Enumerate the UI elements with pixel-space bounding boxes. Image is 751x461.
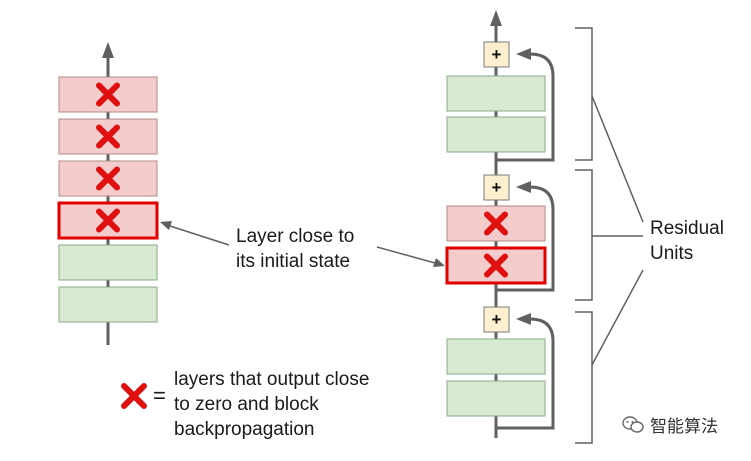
bracket-3 xyxy=(575,311,593,444)
legend-text-line3: backpropagation xyxy=(174,419,315,440)
unit1-layer-2 xyxy=(446,116,546,153)
pointer-residual-3 xyxy=(591,269,644,366)
x-mark-icon xyxy=(96,166,120,191)
arrow-up-icon xyxy=(490,10,502,26)
callout-pointer-right xyxy=(376,246,436,264)
left-layer-5 xyxy=(58,244,158,281)
arrow-head-icon xyxy=(160,221,172,230)
callout-pointer-left xyxy=(169,225,230,246)
unit3-layer-1 xyxy=(446,338,546,375)
arrow-head-icon xyxy=(433,258,445,267)
legend-text-line1: layers that output close xyxy=(174,369,370,390)
plus-icon: + xyxy=(492,178,502,197)
x-mark-icon xyxy=(121,383,147,409)
x-mark-icon xyxy=(484,253,508,278)
residual-units-label-line2: Units xyxy=(650,243,694,264)
x-mark-icon xyxy=(96,82,120,107)
watermark: 智能算法 xyxy=(622,412,718,437)
x-mark-icon xyxy=(96,208,120,233)
left-layer-6 xyxy=(58,286,158,323)
pointer-residual-1 xyxy=(591,95,644,223)
plus-icon: + xyxy=(492,310,502,329)
x-mark-icon xyxy=(96,124,120,149)
unit3-layer-2 xyxy=(446,380,546,417)
unit3-add-box xyxy=(483,306,510,333)
x-mark-icon xyxy=(484,211,508,236)
unit3-skip-connection xyxy=(496,317,555,430)
unit2-add-box xyxy=(483,174,510,201)
plus-icon: + xyxy=(492,45,502,64)
residual-units-label-line1: Residual xyxy=(650,218,724,239)
arrow-up-icon xyxy=(102,42,114,58)
callout-label-line2: its initial state xyxy=(236,251,351,272)
arrow-left-icon xyxy=(516,181,531,193)
unit1-layer-1 xyxy=(446,75,546,112)
bracket-1 xyxy=(575,27,593,161)
legend-equals-sign: = xyxy=(153,383,166,408)
unit2-layer-1 xyxy=(446,205,546,242)
watermark-text: 智能算法 xyxy=(650,417,718,437)
bracket-2 xyxy=(575,169,593,301)
arrow-left-icon xyxy=(516,48,531,60)
unit1-skip-connection xyxy=(496,52,555,162)
unit2-skip-connection xyxy=(496,185,555,292)
unit2-layer-2 xyxy=(445,246,547,285)
unit1-add-box xyxy=(483,41,510,68)
callout-label-line1: Layer close to xyxy=(236,226,355,247)
arrow-left-icon xyxy=(516,313,531,325)
legend-text-line2: to zero and block xyxy=(174,394,319,415)
wechat-icon xyxy=(622,415,644,433)
